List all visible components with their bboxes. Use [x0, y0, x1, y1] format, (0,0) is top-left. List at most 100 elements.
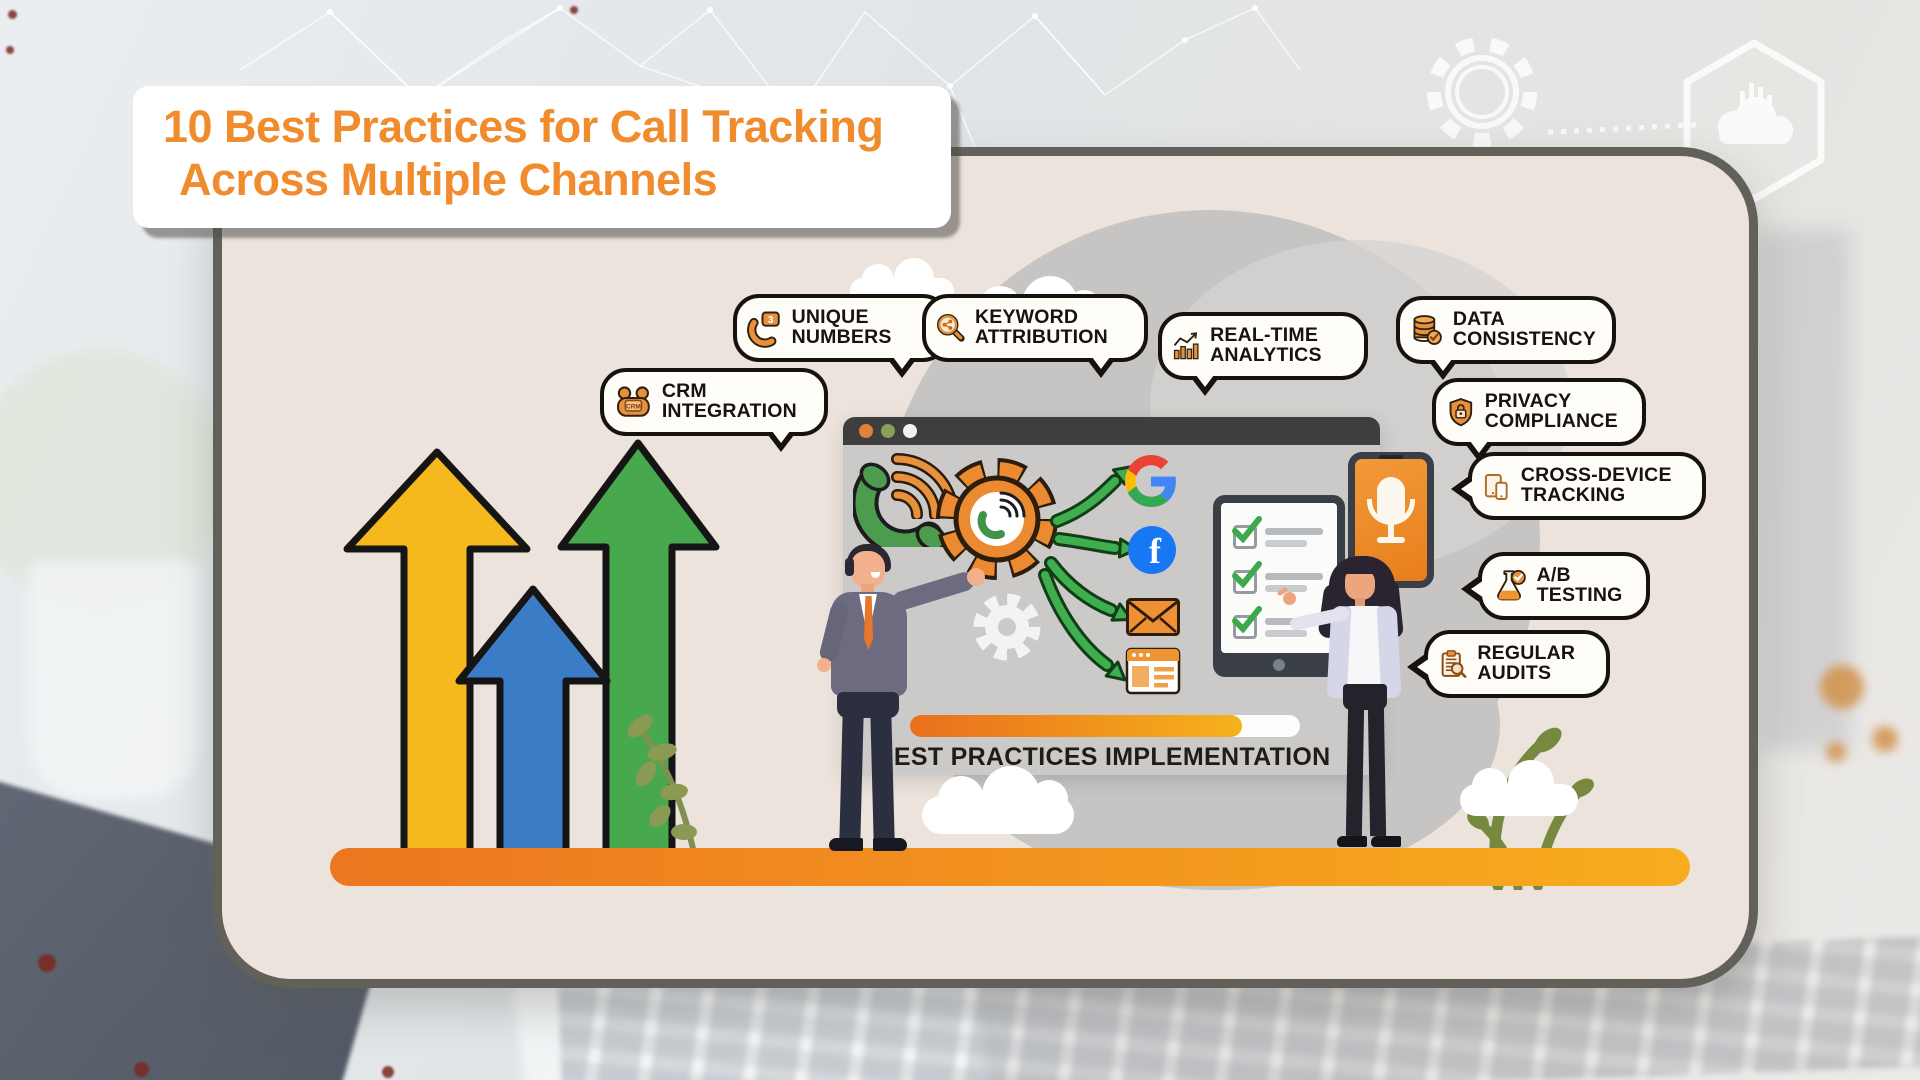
flask-check-icon: [1497, 570, 1526, 601]
man-shoe: [873, 838, 907, 851]
man-face: [851, 551, 885, 587]
practice-bubble-regular-audits: REGULAR AUDITS: [1407, 630, 1610, 698]
practice-label: KEYWORD ATTRIBUTION: [974, 306, 1108, 348]
red-dot: [382, 1066, 394, 1078]
plant-decoration: [627, 714, 699, 865]
list-line: [1265, 540, 1307, 547]
browser-titlebar: [843, 417, 1380, 445]
man-raised-arm: [890, 569, 977, 613]
man-smile: [871, 572, 880, 578]
svg-text:f: f: [1149, 531, 1162, 571]
man-sideburn: [845, 558, 854, 576]
presenter-woman: [1276, 556, 1455, 856]
multi-device-icon: [1484, 474, 1508, 500]
voice-phone: [1348, 452, 1434, 588]
practice-label: CROSS-DEVICE TRACKING: [1520, 464, 1672, 506]
baseline-bar: [330, 848, 1690, 886]
facebook-logo-icon: f: [1128, 526, 1176, 574]
shield-lock-icon: [1449, 398, 1473, 427]
practice-bubble-data-consistency: DATA CONSISTENCY: [1396, 296, 1616, 380]
practice-bubble-keyword-attribution: KEYWORD ATTRIBUTION: [922, 294, 1148, 378]
man-hips: [837, 692, 899, 718]
practice-label: DATA CONSISTENCY: [1452, 308, 1596, 350]
tablet-home-button: [1273, 659, 1285, 671]
bokeh-dot: [1872, 726, 1898, 752]
google-logo-icon: [1125, 455, 1176, 507]
woman-heel-shoe: [1337, 836, 1367, 847]
bokeh-dot: [1826, 742, 1846, 762]
woman-neck: [1355, 598, 1365, 607]
main-panel: f BEST PRACTICES IMPLEMENTATION: [213, 147, 1758, 988]
practice-bubble-real-time-analytics: REAL-TIME ANALYTICS: [1158, 312, 1368, 396]
red-dot: [570, 6, 578, 14]
man-hand: [967, 568, 985, 586]
practice-bubble-privacy-compliance: PRIVACY COMPLIANCE: [1432, 378, 1646, 462]
practice-bubble-unique-numbers: 3 UNIQUE NUMBERS: [733, 294, 949, 378]
check-icon: [1232, 561, 1262, 588]
list-line: [1265, 630, 1307, 637]
svg-text:CRM: CRM: [626, 403, 641, 410]
red-dot: [8, 10, 17, 19]
woman-hand: [1283, 592, 1296, 605]
growth-arrows-chart: [343, 439, 720, 862]
cloud: [922, 766, 1074, 834]
man-tie: [864, 596, 873, 650]
database-check-icon: [1413, 315, 1442, 345]
woman-heel-shoe: [1371, 836, 1401, 847]
title-line-1: 10 Best Practices for Call Tracking: [163, 101, 884, 152]
presenter-man: [795, 544, 995, 864]
window-dot-white: [903, 424, 917, 438]
practice-bubble-crm-integration: CRM CRM INTEGRATION: [600, 368, 828, 452]
list-line: [1265, 573, 1323, 580]
practice-bubble-ab-testing: A/B TESTING: [1461, 552, 1650, 620]
window-dot-green: [881, 424, 895, 438]
background-monitor-edge: [1760, 230, 1850, 750]
woman-fringe: [1341, 561, 1381, 574]
check-icon: [1232, 516, 1262, 543]
phone-number-badge-icon: 3: [747, 311, 780, 348]
practice-label: A/B TESTING: [1536, 564, 1623, 606]
practice-label: CRM INTEGRATION: [661, 380, 797, 422]
microphone-stem: [1388, 525, 1394, 537]
practice-label: UNIQUE NUMBERS: [791, 306, 892, 348]
progress-fill: [910, 715, 1242, 737]
call-tracking-gear-icon: [936, 458, 1058, 580]
cloud: [1460, 760, 1578, 816]
microphone-base: [1377, 537, 1405, 543]
channel-arrows: [1038, 465, 1139, 682]
man-hand: [817, 658, 831, 672]
background-plant-pot: [28, 560, 198, 800]
clipboard-magnifier-icon: [1441, 650, 1467, 678]
check-icon: [1232, 606, 1262, 633]
microphone-arc: [1367, 499, 1415, 525]
bokeh-dot: [1820, 665, 1864, 709]
red-dot: [134, 1062, 149, 1077]
phone-handset-icon: [853, 462, 947, 547]
list-line: [1265, 528, 1323, 535]
practice-label: REGULAR AUDITS: [1477, 642, 1576, 684]
practice-label: REAL-TIME ANALYTICS: [1210, 324, 1322, 366]
practice-bubble-cross-device-tracking: CROSS-DEVICE TRACKING: [1451, 452, 1706, 520]
phone-speaker: [1379, 455, 1403, 459]
red-dot: [38, 954, 56, 972]
man-leg: [870, 713, 895, 841]
title-card: 10 Best Practices for Call Tracking Acro…: [133, 86, 951, 228]
magnifier-keywords-icon: [936, 313, 965, 342]
crm-people-icon: CRM: [617, 386, 650, 417]
progress-label: BEST PRACTICES IMPLEMENTATION: [875, 743, 1331, 771]
webpage-icon: [1125, 647, 1181, 695]
woman-leg: [1367, 705, 1387, 837]
man-leg: [839, 713, 864, 841]
email-envelope-icon: [1126, 598, 1180, 636]
window-dot-orange: [859, 424, 873, 438]
man-shoe: [829, 838, 863, 851]
practice-label: PRIVACY COMPLIANCE: [1484, 390, 1618, 432]
gear-outline-icon: [1427, 37, 1537, 147]
red-dot: [6, 46, 14, 54]
woman-leg: [1345, 705, 1365, 837]
man-neck: [861, 584, 874, 595]
bar-chart-trend-icon: [1173, 332, 1199, 360]
woman-hips: [1343, 684, 1387, 710]
title-line-2: Across Multiple Channels: [179, 154, 718, 205]
